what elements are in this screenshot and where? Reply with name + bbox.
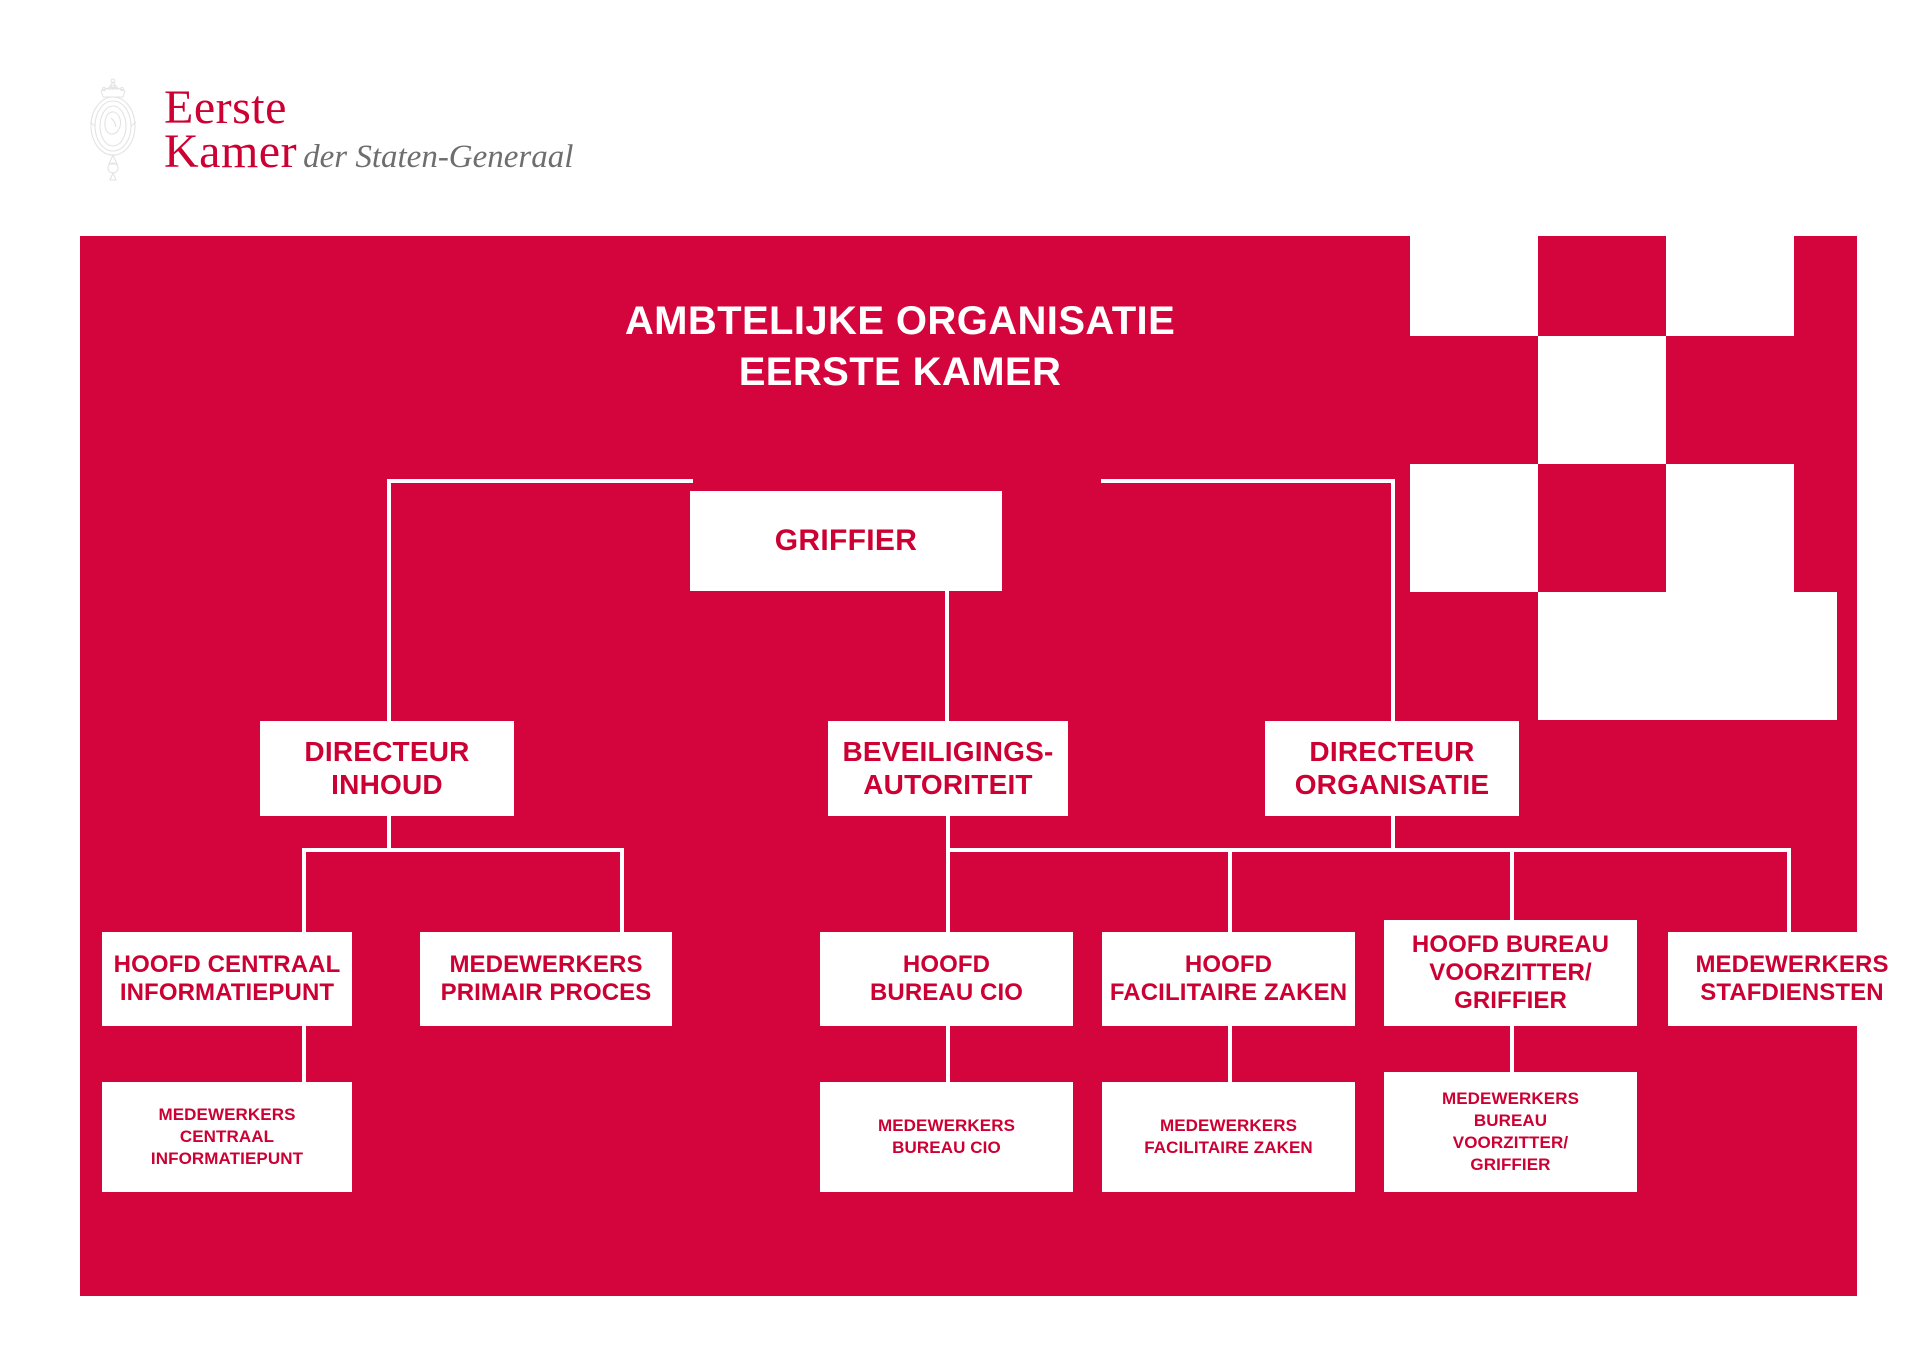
connector-griffier-left-h: [387, 479, 693, 483]
connector-org-drop-cio: [946, 848, 950, 932]
connector-beveiliging-stub: [946, 816, 950, 852]
checker-square-white-r5c2: [1538, 592, 1837, 720]
panel-title: AMBTELIJKE ORGANISATIE EERSTE KAMER: [80, 296, 1720, 398]
royal-crest-icon: [89, 78, 137, 181]
node-griffier[interactable]: GRIFFIER: [690, 491, 1002, 591]
connector-organisatie-stub: [1391, 816, 1395, 852]
connector-inhoud-drop-cip: [302, 848, 306, 932]
connector-inhoud-stub: [387, 816, 391, 852]
node-beveiligingsautoriteit-label: BEVEILIGINGS-AUTORITEIT: [842, 736, 1054, 800]
checker-square-white-r2c3: [1666, 236, 1794, 336]
connector-griffier-right-h: [1101, 479, 1395, 483]
panel-title-line-2: EERSTE KAMER: [738, 350, 1062, 395]
checker-square-white-r4c1: [1410, 464, 1538, 592]
connector-griffier-right-v: [1391, 479, 1395, 721]
connector-org-drop-bvg: [1510, 848, 1514, 932]
connector-bvg-drop: [1510, 1026, 1514, 1072]
connector-org-drop-fz: [1228, 848, 1232, 932]
connector-fz-drop: [1228, 1026, 1232, 1082]
connector-cip-drop: [302, 1026, 306, 1082]
node-griffier-label: GRIFFIER: [774, 524, 918, 558]
connector-griffier-left-v: [387, 479, 391, 721]
logo-line-eerste: Eerste: [164, 81, 287, 134]
connector-inhoud-bus: [302, 848, 624, 852]
logo-subtitle: der Staten-Generaal: [303, 139, 574, 175]
connector-inhoud-drop-primair: [620, 848, 624, 932]
connector-org-drop-staf: [1787, 848, 1791, 932]
connector-griffier-stub: [945, 591, 949, 721]
checker-square-white-r2c1: [1410, 236, 1538, 336]
node-beveiligingsautoriteit[interactable]: BEVEILIGINGS-AUTORITEIT: [828, 721, 1068, 816]
organigram-panel: AMBTELIJKE ORGANISATIE EERSTE KAMER GRIF…: [80, 236, 1916, 1296]
connector-organisatie-bus: [946, 848, 1791, 852]
panel-title-line-1: AMBTELIJKE ORGANISATIE: [624, 299, 1176, 343]
logo-line-kamer: Kamer: [164, 125, 298, 178]
checker-square-white-r4c3: [1666, 464, 1794, 592]
checker-square-white-r3c2: [1538, 336, 1666, 464]
connector-cio-drop: [946, 1026, 950, 1082]
